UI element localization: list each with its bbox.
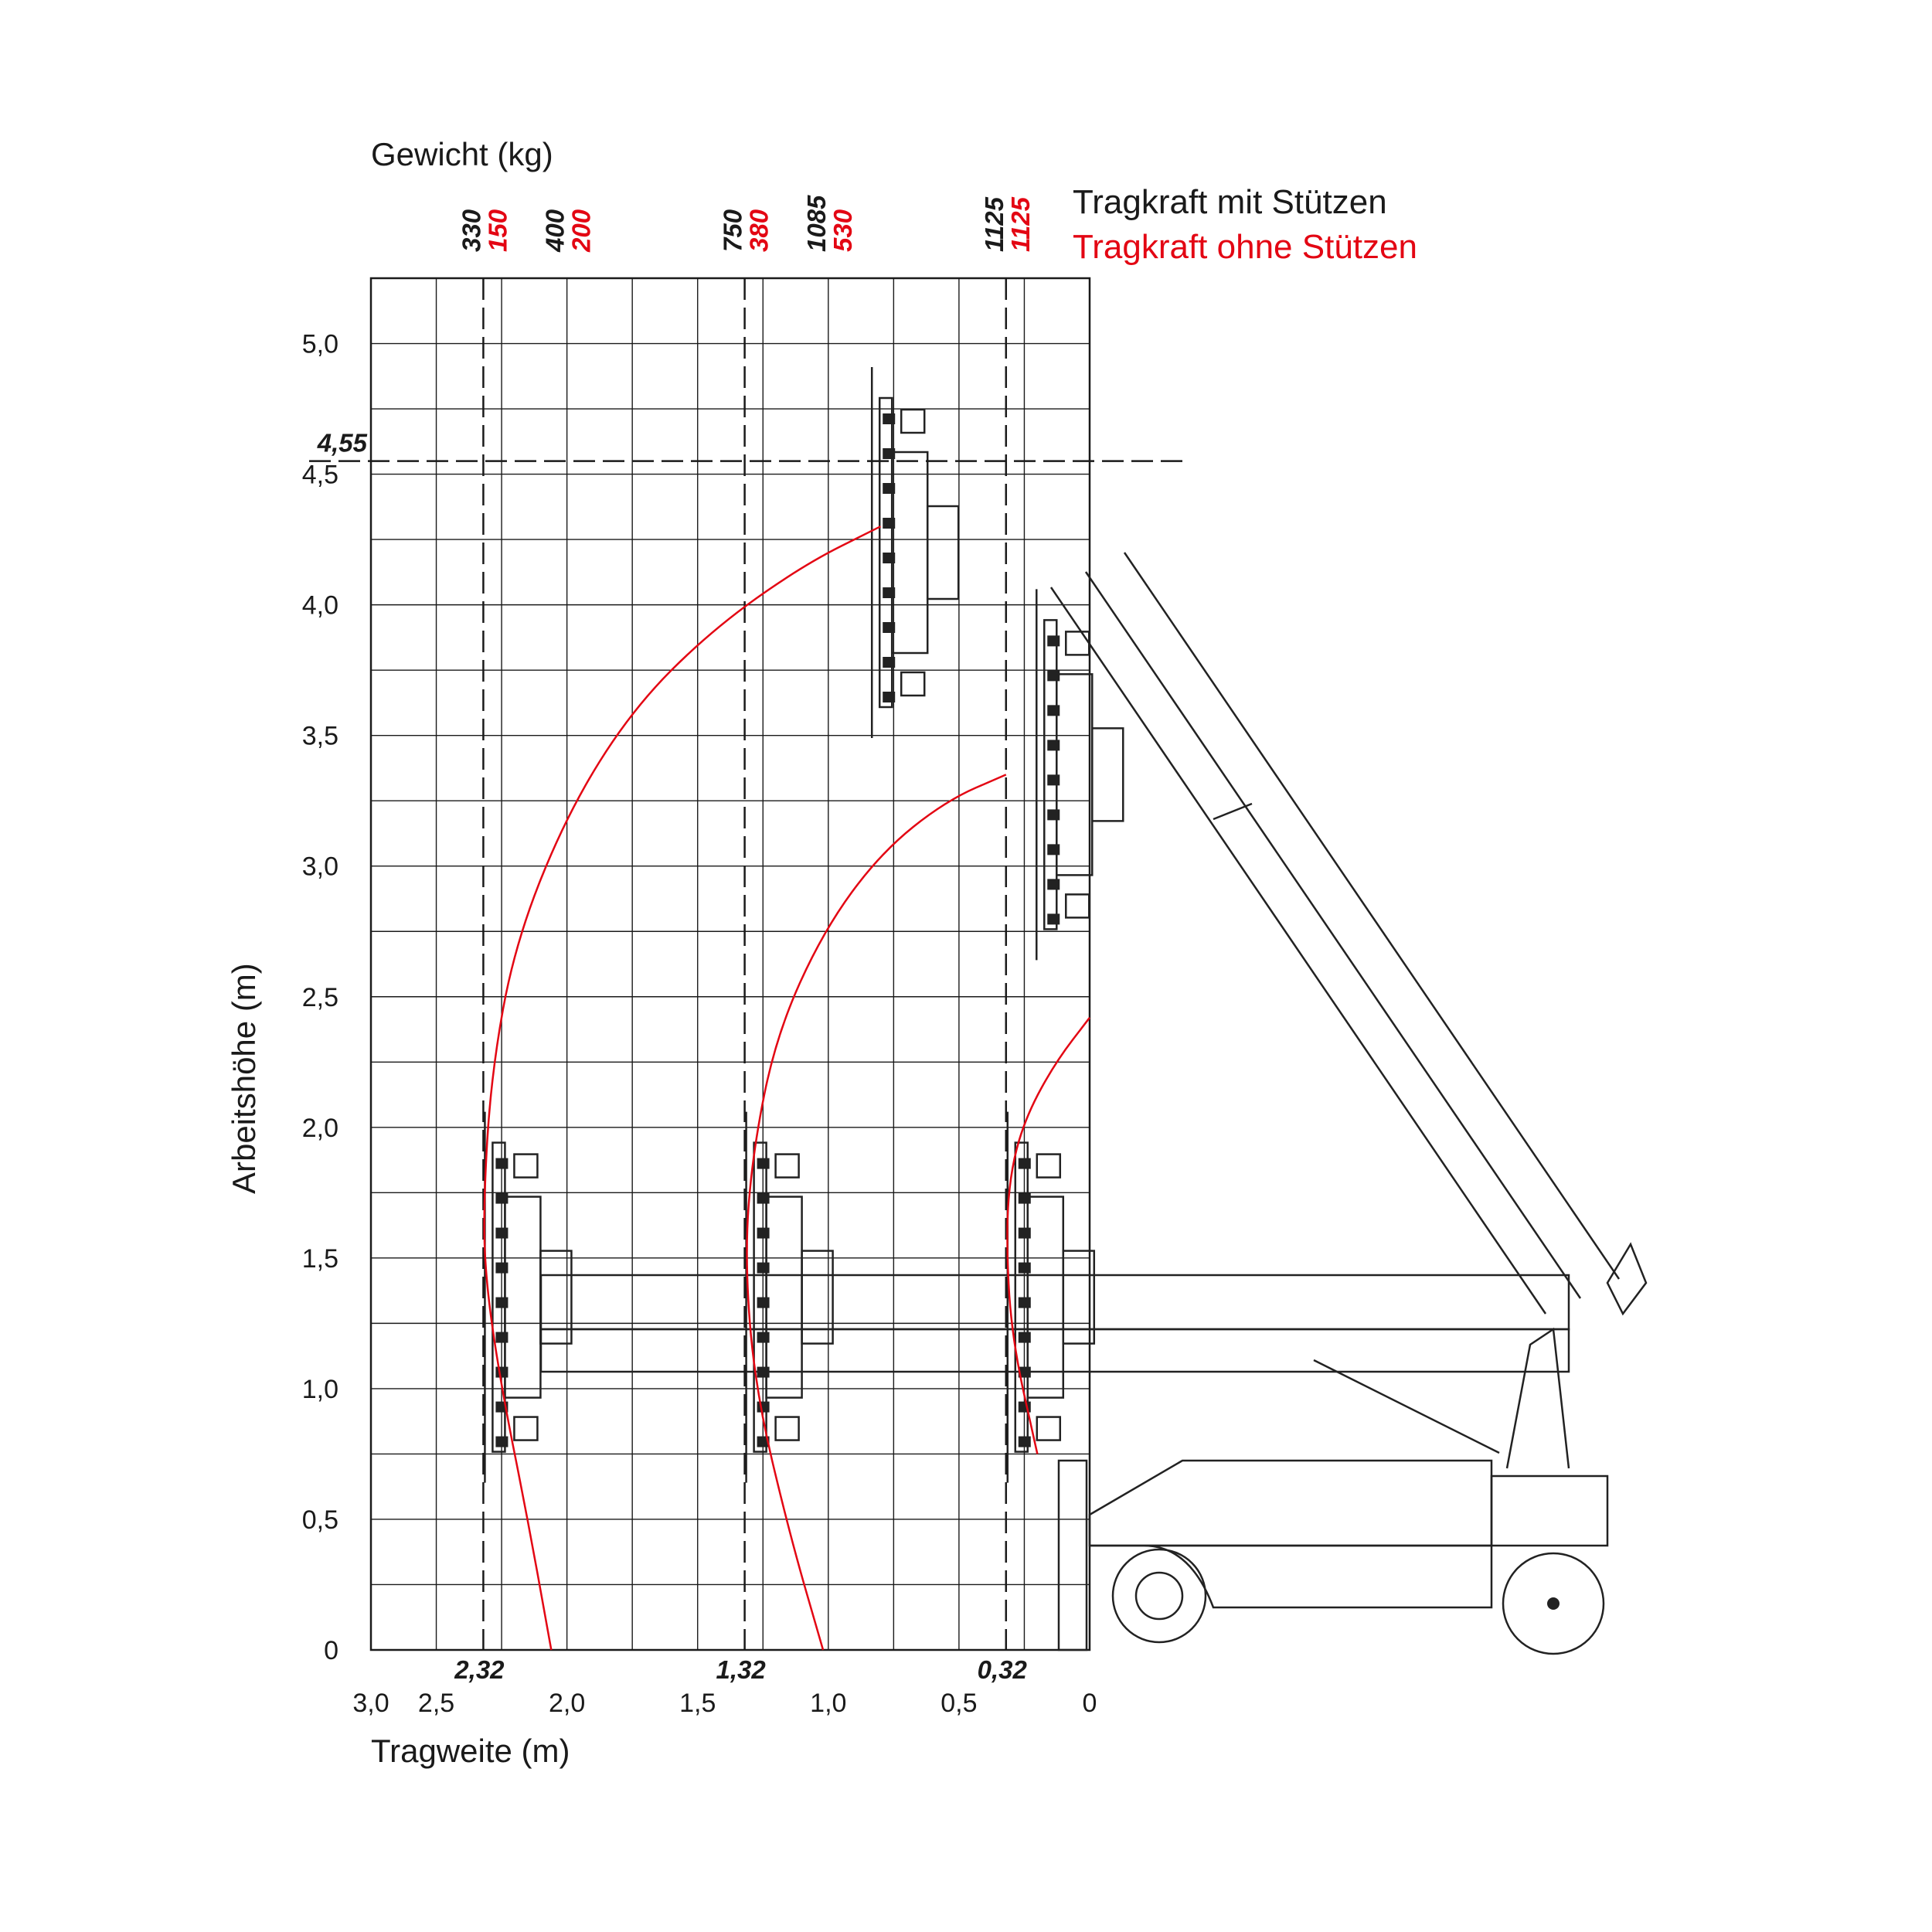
load-label-with-outriggers: 330 — [457, 209, 485, 252]
legend-with-outriggers: Tragkraft mit Stützen — [1073, 183, 1387, 221]
cylinder — [1313, 1359, 1500, 1454]
gripper-head-top — [870, 367, 960, 738]
x-tick-label: 3,0 — [352, 1689, 389, 1718]
y-tick-label: 0 — [324, 1636, 338, 1665]
load-label-without-outriggers: 150 — [483, 209, 512, 252]
max-height-value-label: 4,55 — [317, 429, 368, 457]
reach-curves — [483, 526, 1090, 1651]
legend-without-outriggers: Tragkraft ohne Stützen — [1073, 228, 1417, 266]
x-tick-label: 0,5 — [940, 1689, 977, 1718]
x-tick-label: 0 — [1083, 1689, 1097, 1718]
reach-curve — [1006, 1017, 1090, 1454]
reach-curve — [746, 774, 1007, 1651]
column — [1505, 1327, 1570, 1469]
wheel-front-hub — [1134, 1571, 1184, 1621]
boom-edge — [1123, 552, 1621, 1280]
counterweight — [1490, 1475, 1609, 1547]
arm-top — [539, 1274, 1570, 1331]
x-tick-label: 1,0 — [810, 1689, 846, 1718]
chassis-top — [1088, 1459, 1493, 1547]
y-tick-label: 1,5 — [302, 1244, 338, 1274]
wheel-rear-hub — [1547, 1597, 1560, 1610]
axis-labels: 3,0 2,5 2,0 1,5 1,0 0,5 0 5,0 4,5 4,0 3,5 3,0 2,5 2,0… — [302, 195, 1097, 1718]
gripper-head-3 — [1006, 1111, 1096, 1483]
reach-value-label: 0,32 — [978, 1655, 1028, 1684]
y-tick-label: 2,0 — [302, 1114, 338, 1143]
top-axis-title: Gewicht (kg) — [371, 136, 553, 172]
reach-value-label: 2,32 — [454, 1655, 505, 1684]
gripper-head-1 — [484, 1111, 573, 1483]
y-tick-label: 5,0 — [302, 330, 338, 359]
load-label-with-outriggers: 750 — [719, 209, 747, 252]
y-tick-label: 4,0 — [302, 591, 338, 621]
load-label-with-outriggers: 1085 — [802, 195, 831, 252]
grid — [369, 277, 1091, 1651]
reference-lines — [309, 278, 1190, 1650]
x-axis-title: Tragweite (m) — [371, 1733, 570, 1769]
y-tick-label: 4,5 — [302, 461, 338, 490]
y-axis-title: Arbeitshöhe (m) — [226, 963, 262, 1194]
outrigger-leg — [1057, 1459, 1088, 1651]
wheel-rear — [1502, 1552, 1605, 1655]
load-label-without-outriggers: 200 — [567, 209, 596, 253]
load-label-without-outriggers: 1125 — [1006, 196, 1035, 252]
y-tick-label: 3,0 — [302, 852, 338, 882]
arm-bottom — [539, 1328, 1570, 1373]
x-tick-label: 2,0 — [549, 1689, 585, 1718]
y-tick-label: 0,5 — [302, 1505, 338, 1535]
hook — [1606, 1242, 1648, 1316]
reach-curve — [483, 526, 882, 1651]
x-tick-label: 2,5 — [418, 1689, 454, 1718]
boom-edge — [1049, 587, 1547, 1315]
chassis-body — [1090, 1544, 1493, 1609]
boom-edge — [1084, 571, 1582, 1299]
boom-detail — [1213, 802, 1253, 821]
reach-value-label: 1,32 — [716, 1655, 766, 1684]
machine-illustration — [484, 367, 1648, 1655]
load-label-with-outriggers: 1125 — [980, 196, 1009, 252]
plot-frame — [369, 277, 1091, 1651]
gripper-head-2 — [745, 1111, 834, 1483]
y-tick-label: 3,5 — [302, 722, 338, 751]
load-label-without-outriggers: 530 — [828, 209, 857, 252]
y-tick-label: 2,5 — [302, 983, 338, 1012]
y-tick-label: 1,0 — [302, 1375, 338, 1404]
gripper-head-mid — [1036, 589, 1124, 961]
load-label-without-outriggers: 380 — [745, 209, 774, 252]
wheel-front — [1111, 1548, 1207, 1644]
x-tick-label: 1,5 — [679, 1689, 716, 1718]
load-label-with-outriggers: 400 — [541, 209, 570, 253]
